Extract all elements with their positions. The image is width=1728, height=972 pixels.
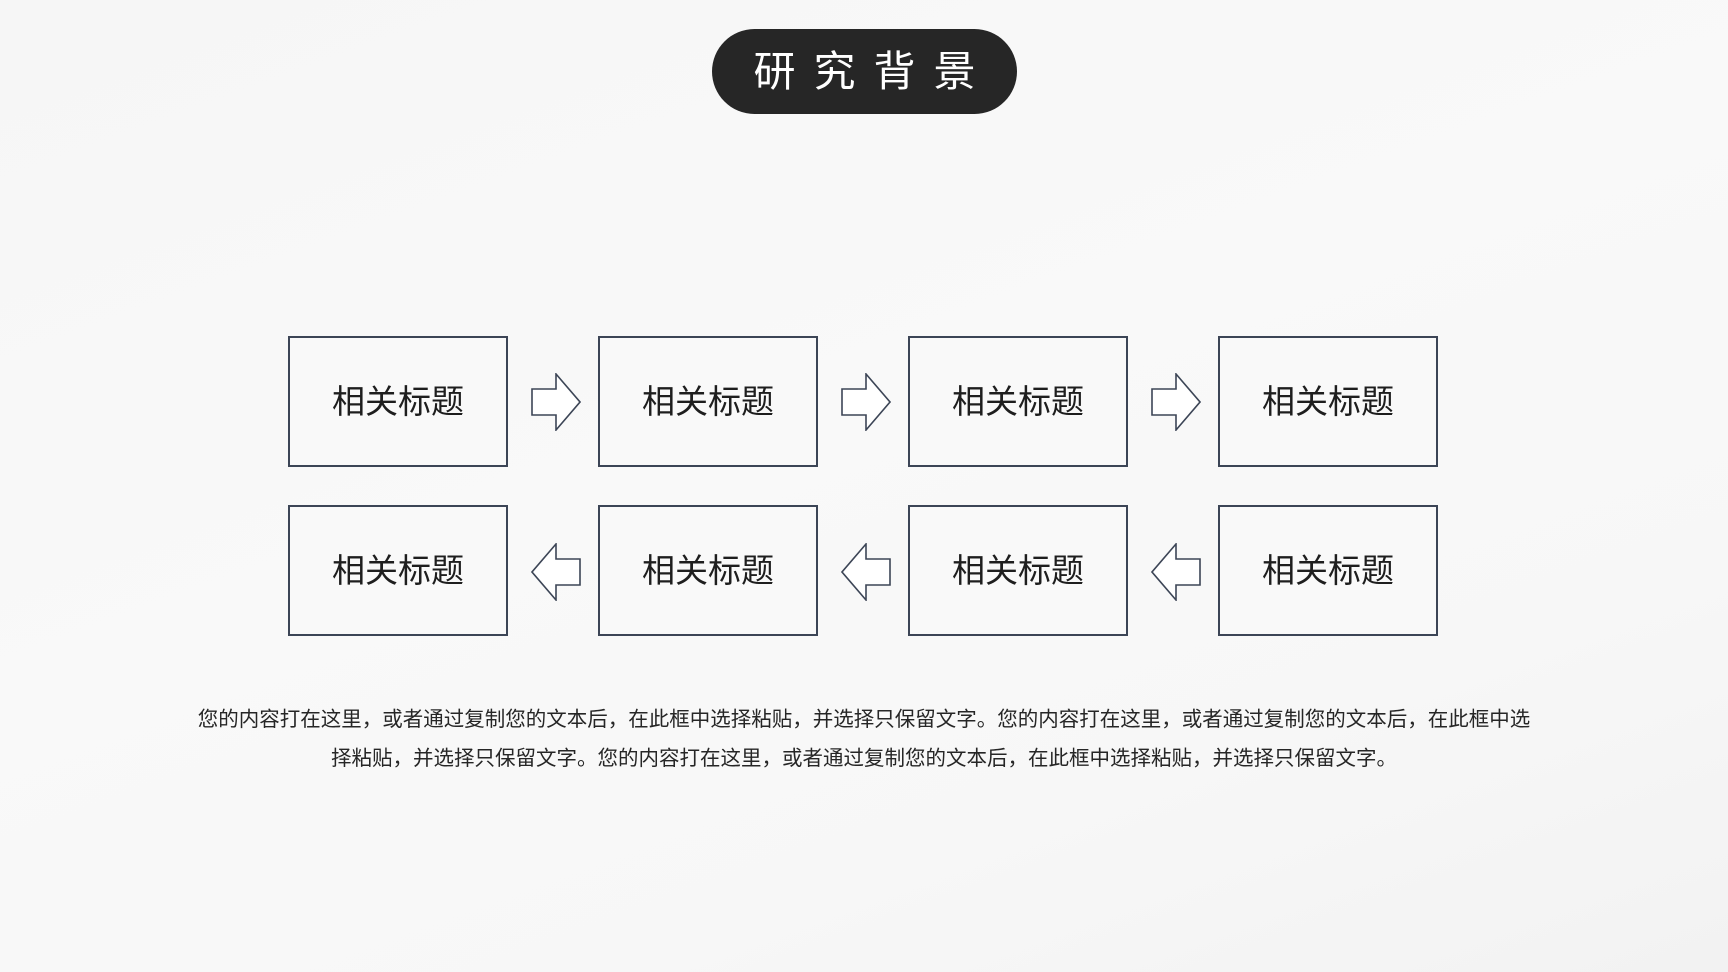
flow-box-label: 相关标题 xyxy=(952,551,1084,590)
flow-box-7: 相关标题 xyxy=(908,505,1128,636)
right-arrow-icon xyxy=(1151,373,1201,431)
left-arrow-icon xyxy=(841,543,891,601)
title-pill: 研究背景 xyxy=(712,29,1017,114)
flow-box-1: 相关标题 xyxy=(288,336,508,467)
flow-box-label: 相关标题 xyxy=(952,382,1084,421)
flow-box-3: 相关标题 xyxy=(908,336,1128,467)
description-line-1: 您的内容打在这里，或者通过复制您的文本后，在此框中选择粘贴，并选择只保留文字。您… xyxy=(197,707,1531,731)
flow-box-label: 相关标题 xyxy=(1262,551,1394,590)
flow-box-label: 相关标题 xyxy=(332,551,464,590)
flow-box-8: 相关标题 xyxy=(1218,505,1438,636)
flow-box-label: 相关标题 xyxy=(642,382,774,421)
page-title: 研究背景 xyxy=(753,46,994,96)
flow-box-label: 相关标题 xyxy=(332,382,464,421)
right-arrow-icon xyxy=(531,373,581,431)
description-line-2: 择粘贴，并选择只保留文字。您的内容打在这里，或者通过复制您的文本后，在此框中选择… xyxy=(331,746,1397,770)
flow-box-label: 相关标题 xyxy=(642,551,774,590)
flow-box-5: 相关标题 xyxy=(288,505,508,636)
flow-box-4: 相关标题 xyxy=(1218,336,1438,467)
flow-box-2: 相关标题 xyxy=(598,336,818,467)
flow-box-6: 相关标题 xyxy=(598,505,818,636)
left-arrow-icon xyxy=(531,543,581,601)
flow-box-label: 相关标题 xyxy=(1262,382,1394,421)
description-text: 您的内容打在这里，或者通过复制您的文本后，在此框中选择粘贴，并选择只保留文字。您… xyxy=(150,700,1578,778)
right-arrow-icon xyxy=(841,373,891,431)
left-arrow-icon xyxy=(1151,543,1201,601)
